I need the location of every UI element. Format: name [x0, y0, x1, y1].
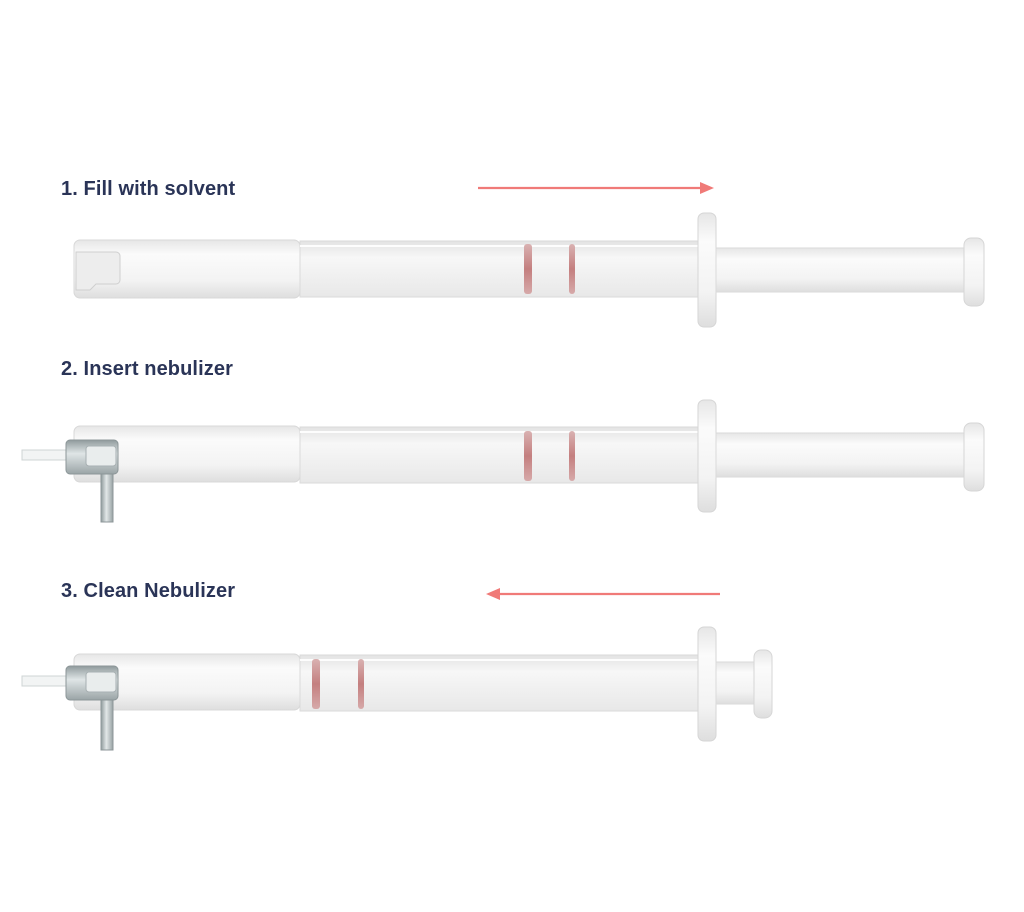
thumb-press — [963, 422, 985, 492]
adapter-socket — [75, 251, 121, 291]
step-1-label: 1. Fill with solvent — [61, 178, 236, 200]
plunger-seal — [312, 659, 320, 709]
nebulizer-capillary — [21, 675, 71, 687]
thumb-press — [963, 237, 985, 307]
barrel — [299, 426, 701, 484]
finger-flange — [697, 626, 717, 742]
step-2-label: 2. Insert nebulizer — [61, 358, 233, 380]
plunger-seal — [569, 431, 575, 481]
syringe-step-3 — [21, 626, 773, 751]
plunger-seal — [524, 244, 532, 294]
syringe-step-2 — [21, 399, 985, 523]
nebulizer-gas-inlet — [100, 473, 114, 523]
barrel — [299, 240, 701, 298]
plunger-rod — [715, 432, 969, 478]
step-3-label: 3. Clean Nebulizer — [61, 580, 236, 602]
plunger-seal — [358, 659, 364, 709]
pull-direction-arrow — [478, 182, 714, 194]
thumb-press — [753, 649, 773, 719]
nebulizer-capillary — [21, 449, 71, 461]
plunger-rod — [715, 247, 969, 293]
finger-flange — [697, 212, 717, 328]
syringe-step-1 — [73, 212, 985, 328]
plunger-rod — [715, 661, 759, 705]
plunger-seal — [569, 244, 575, 294]
plunger-seal — [524, 431, 532, 481]
finger-flange — [697, 399, 717, 513]
push-direction-arrow — [486, 588, 720, 600]
barrel — [299, 654, 701, 712]
nebulizer-gas-inlet — [100, 699, 114, 751]
